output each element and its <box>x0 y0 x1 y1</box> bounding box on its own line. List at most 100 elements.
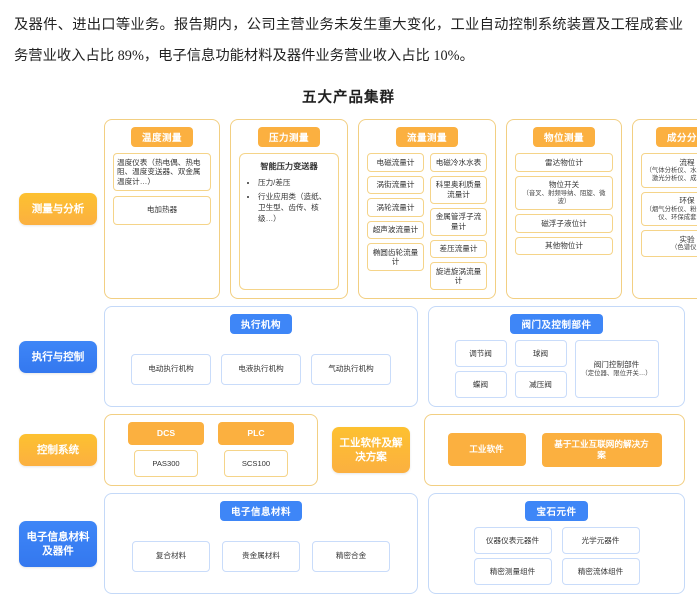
row-panels: 执行机构 电动执行机构 电液执行机构 气动执行机构 阀门及控制部件 调节阀 蝶阀… <box>104 306 685 407</box>
cell-precious-metal-material[interactable]: 贵金属材料 <box>222 540 300 572</box>
cell-pressure-reducing-valve[interactable]: 减压阀 <box>514 371 567 398</box>
row-label-cell-software: 工业软件及解决方案 <box>328 414 414 486</box>
panel-industrial-software: 工业软件 基于工业互联网的解决方案 <box>424 414 685 486</box>
cell-composition-process-sub: （气体分析仪、水质分析仪、激光分析仪、成套系统） <box>645 167 697 182</box>
panel-level-measurement: 物位测量 雷达物位计 物位开关 （音叉、射频导纳、阻旋、微波） 磁浮子液位计 其… <box>506 119 622 299</box>
cell-composition-environment[interactable]: 环保 （烟气分析仪、粉尘浓度测量仪、环保成套系统） <box>641 191 697 226</box>
panel-electronic-information-materials: 电子信息材料 复合材料 贵金属材料 精密合金 <box>104 493 418 594</box>
panel-composition-analysis: 成分分析 流程 （气体分析仪、水质分析仪、激光分析仪、成套系统） 环保 （烟气分… <box>632 119 697 299</box>
cell-composition-process[interactable]: 流程 （气体分析仪、水质分析仪、激光分析仪、成套系统） <box>641 153 697 188</box>
panel-head-composition[interactable]: 成分分析 <box>655 127 697 147</box>
flow-column-a: 电磁流量计 涡街流量计 涡轮流量计 超声波流量计 椭圆齿轮流量计 <box>367 153 424 290</box>
cell-flow-b-5[interactable]: 旋进旋涡流量计 <box>430 262 487 290</box>
actuator-cells: 电动执行机构 电液执行机构 气动执行机构 <box>113 340 409 398</box>
cell-flow-b-2[interactable]: 科里奥利质量流量计 <box>430 175 487 204</box>
cell-composite-material[interactable]: 复合材料 <box>132 540 210 572</box>
row-label-cell: 执行与控制 <box>12 306 104 407</box>
chip-plc[interactable]: PLC <box>218 422 294 445</box>
cell-butterfly-valve[interactable]: 蝶阀 <box>454 371 507 398</box>
panel-head-ei-materials[interactable]: 电子信息材料 <box>219 501 302 521</box>
cell-composition-lab-sub: （色谱仪） <box>671 244 697 251</box>
cell-level-2[interactable]: 物位开关 （音叉、射频导纳、阻旋、微波） <box>515 175 613 210</box>
cell-valve-control-parts-sub: （定位器、限位开关…） <box>581 369 652 377</box>
panel-head-gem-components[interactable]: 宝石元件 <box>525 501 588 521</box>
panel-head-valves[interactable]: 阀门及控制部件 <box>510 314 603 334</box>
cell-composition-lab-label: 实验 <box>679 234 695 244</box>
row-panels: 温度测量 温度仪表（热电偶、热电阻、温度变送器、双金属温度计…） 电加热器 压力… <box>104 119 697 299</box>
row-control-systems: 控制系统 DCS PAS300 PLC SCS100 工业软件及解决方案 <box>12 414 685 486</box>
row-label-control-system[interactable]: 控制系统 <box>19 434 97 466</box>
cell-pas300[interactable]: PAS300 <box>134 450 198 477</box>
cell-composition-environment-label: 环保 <box>679 196 695 205</box>
cell-flow-a-2[interactable]: 涡街流量计 <box>367 175 424 194</box>
chip-iiot-solution[interactable]: 基于工业互联网的解决方案 <box>541 432 662 467</box>
cell-control-valve[interactable]: 调节阀 <box>454 340 507 367</box>
cell-flow-b-3[interactable]: 金属管浮子流量计 <box>430 207 487 236</box>
row-label-cell: 控制系统 <box>12 414 104 486</box>
row-label-actuation-control[interactable]: 执行与控制 <box>19 340 97 373</box>
cell-valve-control-parts[interactable]: 阀门控制部件 （定位器、限位开关…） <box>574 340 659 398</box>
cell-electrohydraulic-actuator[interactable]: 电液执行机构 <box>221 353 301 385</box>
chip-industrial-software[interactable]: 工业软件 <box>447 433 526 466</box>
gem-columns: 仪器仪表元器件 精密测量组件 光学元器件 精密流体组件 <box>437 527 676 585</box>
panel-flow-measurement: 流量测量 电磁流量计 涡街流量计 涡轮流量计 超声波流量计 椭圆齿轮流量计 电磁… <box>358 119 496 299</box>
gem-column-a: 仪器仪表元器件 精密测量组件 <box>473 527 552 585</box>
control-system-groups: DCS PAS300 PLC SCS100 <box>113 422 309 477</box>
cell-precision-alloy[interactable]: 精密合金 <box>312 540 390 572</box>
cell-optical-components[interactable]: 光学元器件 <box>561 527 640 554</box>
cell-flow-a-4[interactable]: 超声波流量计 <box>367 220 424 239</box>
panel-head-actuators[interactable]: 执行机构 <box>229 314 292 334</box>
cell-precision-measurement-assembly[interactable]: 精密测量组件 <box>473 558 552 585</box>
cell-level-1[interactable]: 雷达物位计 <box>515 153 613 172</box>
panel-head-flow[interactable]: 流量测量 <box>395 127 458 147</box>
row-electronic-materials-devices: 电子信息材料及器件 电子信息材料 复合材料 贵金属材料 精密合金 宝石元件 仪器… <box>12 493 685 594</box>
cell-composition-lab[interactable]: 实验 （色谱仪） <box>641 230 697 257</box>
document-body: 及器件、进出口等业务。报告期内，公司主营业务未发生重大变化，工业自动控制系统装置… <box>0 0 697 72</box>
panel-head-pressure[interactable]: 压力测量 <box>257 127 320 147</box>
figure-title: 五大产品集群 <box>302 90 395 106</box>
panel-head-level[interactable]: 物位测量 <box>532 127 595 147</box>
cell-flow-b-1[interactable]: 电磁冷水水表 <box>430 153 487 172</box>
panel-head-temperature[interactable]: 温度测量 <box>130 127 193 147</box>
panel-temperature-measurement: 温度测量 温度仪表（热电偶、热电阻、温度变送器、双金属温度计…） 电加热器 <box>104 119 220 299</box>
cell-level-4-label: 其他物位计 <box>545 241 583 250</box>
cell-electric-heater[interactable]: 电加热器 <box>113 195 211 225</box>
cell-level-1-label: 雷达物位计 <box>545 157 583 167</box>
cell-electric-actuator[interactable]: 电动执行机构 <box>131 353 211 385</box>
cell-flow-a-5[interactable]: 椭圆齿轮流量计 <box>367 243 424 271</box>
cell-flow-a-3[interactable]: 涡轮流量计 <box>367 198 424 217</box>
cell-instrument-components[interactable]: 仪器仪表元器件 <box>473 527 552 554</box>
valve-columns: 调节阀 蝶阀 球阀 减压阀 阀门控制部件 （定位器、限位开关…） <box>437 340 676 398</box>
group-plc: PLC SCS100 <box>218 422 294 477</box>
row-label-electronic-materials[interactable]: 电子信息材料及器件 <box>19 520 97 567</box>
product-cluster-diagram: 测量与分析 温度测量 温度仪表（热电偶、热电阻、温度变送器、双金属温度计…） 电… <box>12 119 697 594</box>
group-dcs: DCS PAS300 <box>128 422 204 477</box>
bullet-title-smart-transmitter: 智能压力变送器 <box>260 162 318 171</box>
cell-ball-valve[interactable]: 球阀 <box>514 340 567 367</box>
ei-material-cells: 复合材料 贵金属材料 精密合金 <box>113 527 409 585</box>
cell-composition-process-label: 流程 <box>679 157 695 167</box>
pressure-bullet-box: 智能压力变送器 压力/差压 行业应用类（造纸、卫生型、齿传、核级…） <box>239 153 339 290</box>
flow-column-b: 电磁冷水水表 科里奥利质量流量计 金属管浮子流量计 差压流量计 旋进旋涡流量计 <box>430 153 487 290</box>
panel-actuators: 执行机构 电动执行机构 电液执行机构 气动执行机构 <box>104 306 418 407</box>
flow-columns: 电磁流量计 涡街流量计 涡轮流量计 超声波流量计 椭圆齿轮流量计 电磁冷水水表 … <box>367 153 487 290</box>
panel-valves-control-parts: 阀门及控制部件 调节阀 蝶阀 球阀 减压阀 阀门控制部件 （定位器、限位开关…） <box>428 306 685 407</box>
row-panels: 电子信息材料 复合材料 贵金属材料 精密合金 宝石元件 仪器仪表元器件 精密测量… <box>104 493 685 594</box>
row-label-measurement-analysis[interactable]: 测量与分析 <box>19 193 97 225</box>
cell-scs100[interactable]: SCS100 <box>224 450 288 477</box>
cell-flow-b-4[interactable]: 差压流量计 <box>430 239 487 258</box>
bullet-industry-application[interactable]: 行业应用类（造纸、卫生型、齿传、核级…） <box>258 191 331 224</box>
cell-flow-a-1[interactable]: 电磁流量计 <box>367 153 424 172</box>
cell-level-3[interactable]: 磁浮子液位计 <box>515 214 613 233</box>
cell-pneumatic-actuator[interactable]: 气动执行机构 <box>311 353 391 385</box>
cell-precision-fluid-assembly[interactable]: 精密流体组件 <box>561 558 640 585</box>
valve-column-b: 球阀 减压阀 <box>514 340 567 398</box>
cell-level-3-label: 磁浮子液位计 <box>541 218 587 228</box>
cell-level-2-label: 物位开关 <box>548 180 580 189</box>
bullet-pressure-differential[interactable]: 压力/差压 <box>258 177 331 188</box>
cell-level-4[interactable]: 其他物位计 <box>515 236 613 255</box>
panel-gem-components: 宝石元件 仪器仪表元器件 精密测量组件 光学元器件 精密流体组件 <box>428 493 685 594</box>
row-label-industrial-software[interactable]: 工业软件及解决方案 <box>332 427 410 473</box>
cell-temperature-instrument[interactable]: 温度仪表（热电偶、热电阻、温度变送器、双金属温度计…） <box>113 153 211 191</box>
chip-dcs[interactable]: DCS <box>128 422 204 445</box>
